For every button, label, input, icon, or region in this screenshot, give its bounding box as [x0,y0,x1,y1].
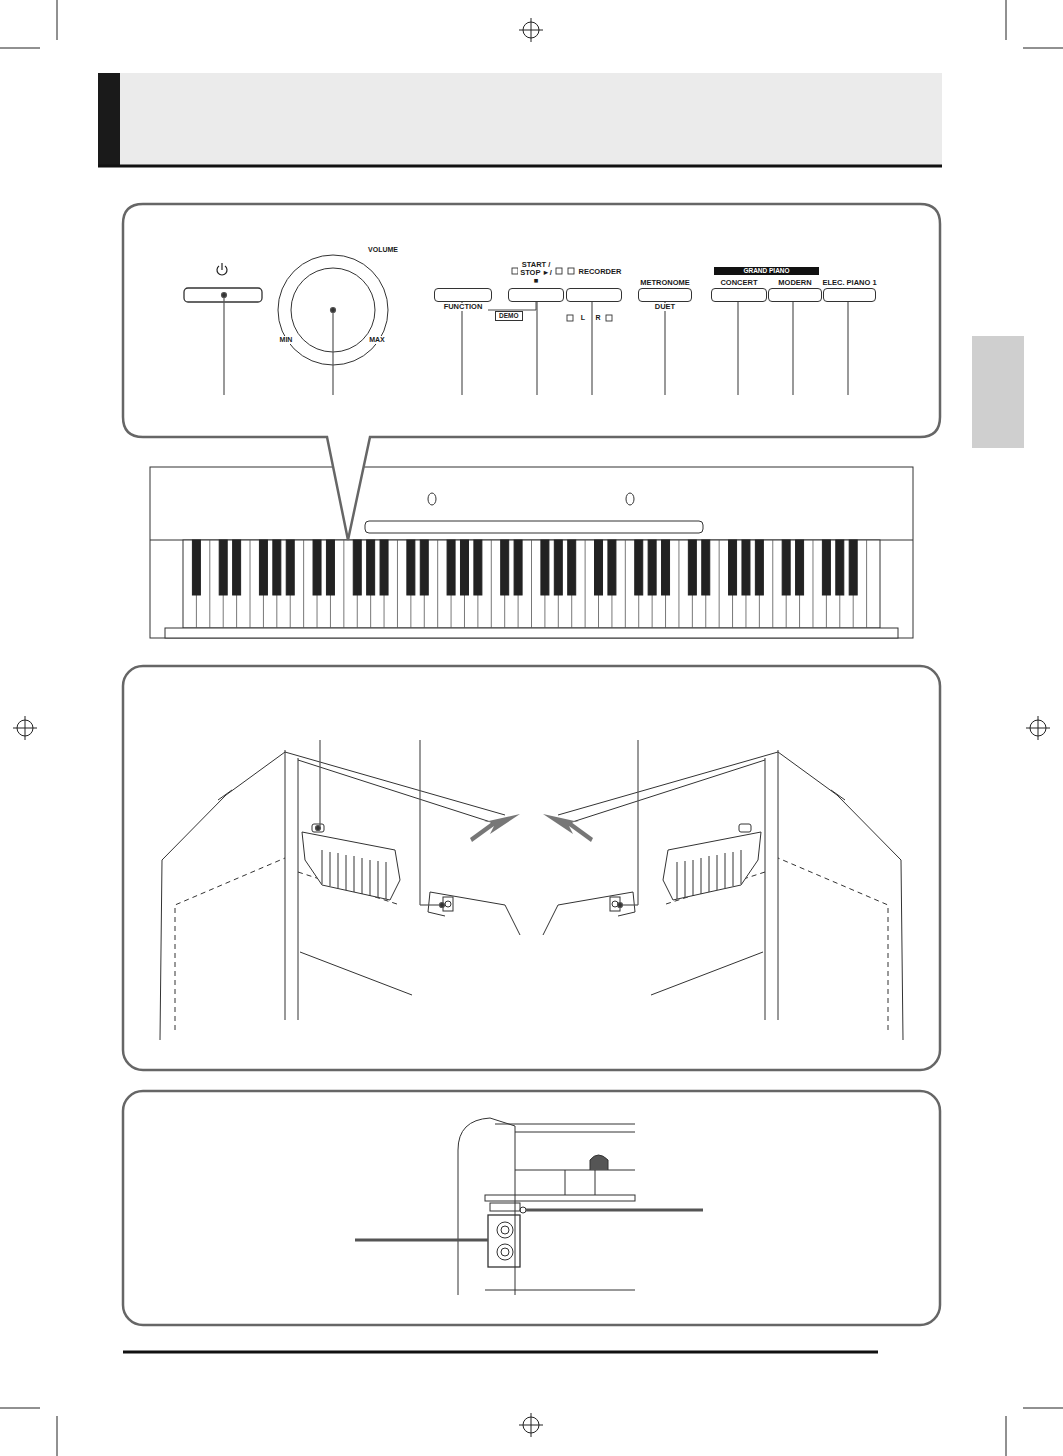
max-label: MAX [368,336,386,344]
panel-callout [123,204,940,540]
leader-lines-2 [316,740,639,908]
metronome-button: METRONOMEDUET [638,288,692,302]
button-label: FUNCTION [443,303,484,311]
min-label: MIN [279,336,294,344]
header-block [98,73,120,166]
underside-view-mirror [543,750,903,1040]
button-label: ELEC. PIANO 1 [821,279,877,287]
panel-underside [123,666,940,1070]
modern-button: MODERN [768,288,822,302]
registration-marks [13,18,1050,1437]
button-label: RECORDER [578,268,623,276]
underside-view [160,750,520,1040]
function-button: FUNCTION [434,288,492,302]
power-symbol [217,263,227,275]
button-label: METRONOME [639,279,691,287]
elec-piano-button: ELEC. PIANO 1 [823,288,876,302]
header-band [98,73,942,166]
concert-button: CONCERT [711,288,767,302]
demo-tag: DEMO [495,311,523,321]
footer-rule [123,1351,878,1354]
leader-lines [222,293,851,396]
side-tab [972,336,1024,448]
leader-line [526,1209,703,1212]
power-button [184,288,262,302]
button-label: GRAND PIANO [717,267,816,275]
piano-front [150,467,913,638]
demo-bracket [488,302,536,310]
volume-label: VOLUME [367,246,399,254]
recorder-button: RECORDER [566,288,622,302]
start-stop-button: START / STOP ►/■ [508,288,564,302]
leader-line [355,1239,488,1242]
channel-label: L [580,314,586,322]
button-label: DEMO [499,312,519,320]
channel-label: R [594,314,601,322]
button-label: MODERN [777,279,812,287]
header-rule [98,165,942,168]
grand-piano-band: GRAND PIANO [714,267,819,275]
button-label: DUET [654,303,676,311]
panel-rear [123,1091,940,1325]
button-label: CONCERT [719,279,758,287]
button-label: START / STOP ►/■ [518,261,554,285]
piano-side-view [458,1118,635,1295]
